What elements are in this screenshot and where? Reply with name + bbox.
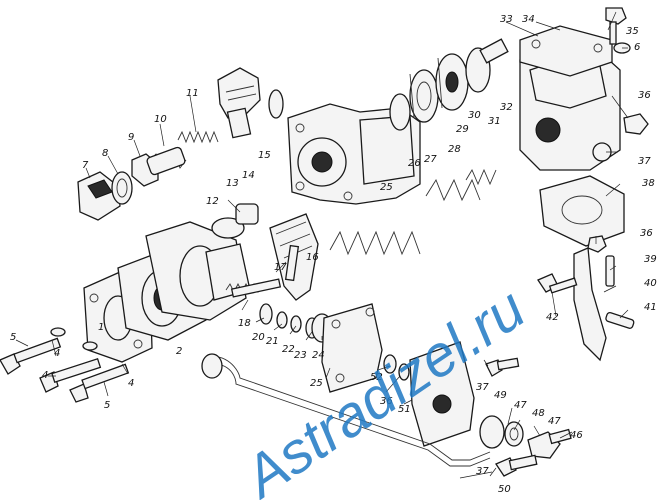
fuel-tube <box>201 353 491 467</box>
callout-47b: 47 <box>548 416 561 427</box>
callout-31: 28 <box>448 144 461 155</box>
rod-18 <box>284 244 300 282</box>
bolt-38 <box>605 7 627 45</box>
callout-6: 4 <box>42 370 48 381</box>
gasket-41 <box>539 175 625 247</box>
callout-52: 52 <box>370 372 383 383</box>
washer-7-left <box>50 327 98 351</box>
bolt-45 <box>537 273 578 294</box>
callout-11: 9 <box>128 132 134 143</box>
callout-26: 24 <box>312 350 325 361</box>
callout-2: 2 <box>176 346 182 357</box>
callout-29: 26 <box>408 158 421 169</box>
callout-28: 25 <box>380 182 393 193</box>
callout-12: 10 <box>154 114 167 125</box>
bolt-50 <box>495 454 538 477</box>
callout-30: 27 <box>424 154 437 165</box>
washer-10 <box>111 171 133 205</box>
callout-46: 46 <box>570 430 583 441</box>
callout-35: 32 <box>500 102 513 113</box>
callout-20: 17 <box>274 262 287 273</box>
bolt-8 <box>0 337 62 375</box>
callout-labels: 7 8 9 10 11 13 14 15 12 16 17 26 25 27 2… <box>10 14 657 495</box>
callout-10: 8 <box>102 148 108 159</box>
callout-14: 12 <box>206 196 219 207</box>
callout-27: 25 <box>310 378 323 389</box>
nut-39-lever <box>587 235 607 253</box>
cover-plate-27 <box>321 303 383 393</box>
spring-12 <box>146 146 187 176</box>
callout-44: 41 <box>644 302 657 313</box>
callout-13: 11 <box>186 88 199 99</box>
pin-42 <box>605 255 615 287</box>
nut-39-upper <box>623 113 649 135</box>
callout-49: 49 <box>494 390 507 401</box>
callout-50: 50 <box>498 484 511 495</box>
cover-plate-37 <box>519 25 613 77</box>
callout-33: 30 <box>468 110 481 121</box>
leader-lines <box>15 11 629 479</box>
o-ring-16 <box>268 89 284 119</box>
bolt-5 <box>69 363 130 403</box>
callout-7-left: 4 <box>54 348 60 359</box>
callout-8: 5 <box>10 332 16 343</box>
callout-32: 29 <box>456 124 469 135</box>
callout-25: 23 <box>294 350 307 361</box>
callout-21: 18 <box>238 318 251 329</box>
springs-29-30 <box>329 168 497 256</box>
fitting-15 <box>217 67 261 139</box>
washers-39-52 <box>383 354 410 381</box>
callout-39-lever: 36 <box>640 228 653 239</box>
spring-13 <box>177 130 219 144</box>
callout-1: 1 <box>98 322 104 333</box>
valve-stack-31-35 <box>409 38 509 123</box>
callout-38: 35 <box>626 26 639 37</box>
watermark-text: Astradizel.ru <box>230 276 536 500</box>
callout-5: 5 <box>104 400 110 411</box>
pin-44 <box>605 311 635 329</box>
callout-47: 47 <box>514 400 527 411</box>
callout-45: 42 <box>546 312 559 323</box>
callout-42: 39 <box>644 254 657 265</box>
bolt-46 <box>527 428 572 459</box>
callout-7-top: 6 <box>634 42 640 53</box>
callout-24: 22 <box>282 344 295 355</box>
callout-40-top: 37 <box>638 156 651 167</box>
plug-14 <box>211 203 259 239</box>
callout-16: 14 <box>242 170 255 181</box>
cover-51 <box>409 341 475 447</box>
callout-34: 31 <box>488 116 501 127</box>
callout-9: 7 <box>82 160 89 171</box>
nut-plug-9 <box>77 171 121 221</box>
callout-18: 16 <box>306 252 319 263</box>
callout-40-bottom: 37 <box>476 466 489 477</box>
callout-15: 13 <box>226 178 239 189</box>
callout-43: 40 <box>644 278 657 289</box>
shaft-21 <box>225 278 282 298</box>
callout-4: 4 <box>128 378 134 389</box>
callout-41: 38 <box>642 178 655 189</box>
callout-23: 21 <box>266 336 279 347</box>
bolt-49 <box>485 357 520 377</box>
lever-43 <box>573 247 607 362</box>
callout-17: 15 <box>258 150 271 161</box>
callout-37: 34 <box>522 14 535 25</box>
bolt-6 <box>39 357 102 393</box>
callout-39-low: 36 <box>380 396 393 407</box>
housing-33-34 <box>519 43 621 171</box>
callout-51: 51 <box>398 404 411 415</box>
callout-40-low: 37 <box>476 382 489 393</box>
callout-22: 20 <box>252 332 265 343</box>
callout-36: 33 <box>500 14 513 25</box>
callout-39-top: 36 <box>638 90 651 101</box>
washer-28 <box>389 93 411 131</box>
callout-48: 48 <box>532 408 545 419</box>
banjo-47-48 <box>479 415 524 449</box>
washers-22-25 <box>259 303 319 339</box>
